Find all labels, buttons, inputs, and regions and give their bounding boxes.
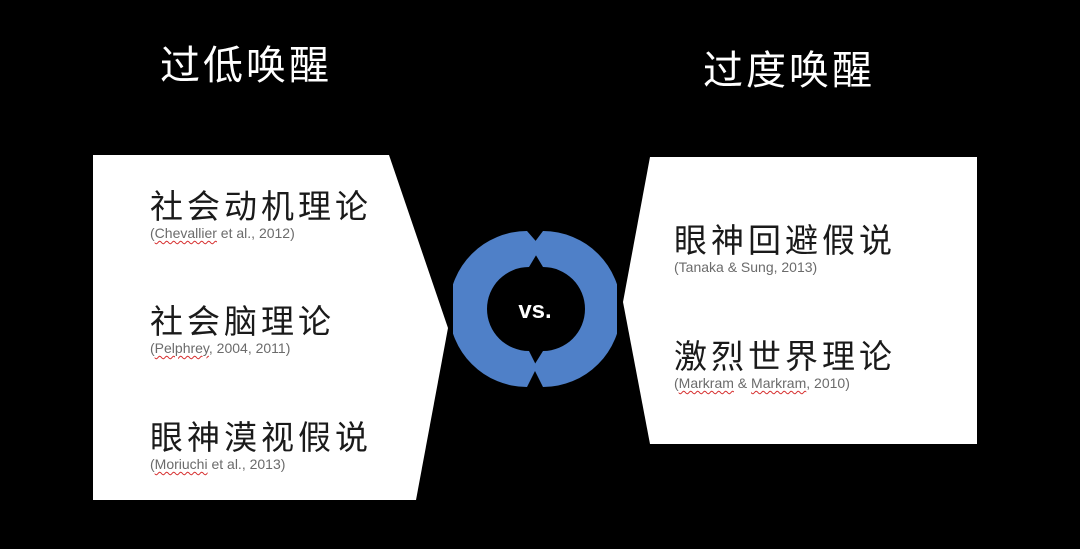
cycle-arrows-graphic: vs. bbox=[453, 231, 617, 387]
right-item-gaze-avoidance: 眼神回避假说 (Tanaka & Sung, 2013) bbox=[674, 224, 896, 274]
right-item-intense-world: 激烈世界理论 (Markram & Markram, 2010) bbox=[674, 340, 896, 390]
heading-hypoarousal: 过低唤醒 bbox=[160, 43, 332, 89]
item-title: 激烈世界理论 bbox=[674, 337, 896, 376]
vs-label: vs. bbox=[518, 297, 551, 324]
left-item-gaze-indifference: 眼神漠视假说 (Moriuchi et al., 2013) bbox=[150, 421, 372, 471]
item-citation: (Moriuchi et al., 2013) bbox=[150, 456, 286, 472]
left-panel-arrow bbox=[93, 155, 448, 500]
item-citation: (Markram & Markram, 2010) bbox=[674, 375, 850, 391]
item-title: 眼神漠视假说 bbox=[150, 418, 372, 457]
cycle-center bbox=[493, 267, 577, 351]
heading-hyperarousal: 过度唤醒 bbox=[703, 48, 875, 94]
cycle-arrow-left bbox=[453, 231, 541, 387]
item-title: 眼神回避假说 bbox=[674, 221, 896, 260]
item-title: 社会脑理论 bbox=[150, 302, 335, 341]
left-item-social-brain: 社会脑理论 (Pelphrey, 2004, 2011) bbox=[150, 305, 335, 355]
right-panel-arrow bbox=[623, 157, 977, 444]
item-title: 社会动机理论 bbox=[150, 187, 372, 226]
item-citation: (Chevallier et al., 2012) bbox=[150, 225, 295, 241]
item-citation: (Tanaka & Sung, 2013) bbox=[674, 259, 818, 275]
cycle-arrow-right bbox=[531, 231, 617, 387]
left-item-social-motivation: 社会动机理论 (Chevallier et al., 2012) bbox=[150, 190, 372, 240]
item-citation: (Pelphrey, 2004, 2011) bbox=[150, 340, 291, 356]
